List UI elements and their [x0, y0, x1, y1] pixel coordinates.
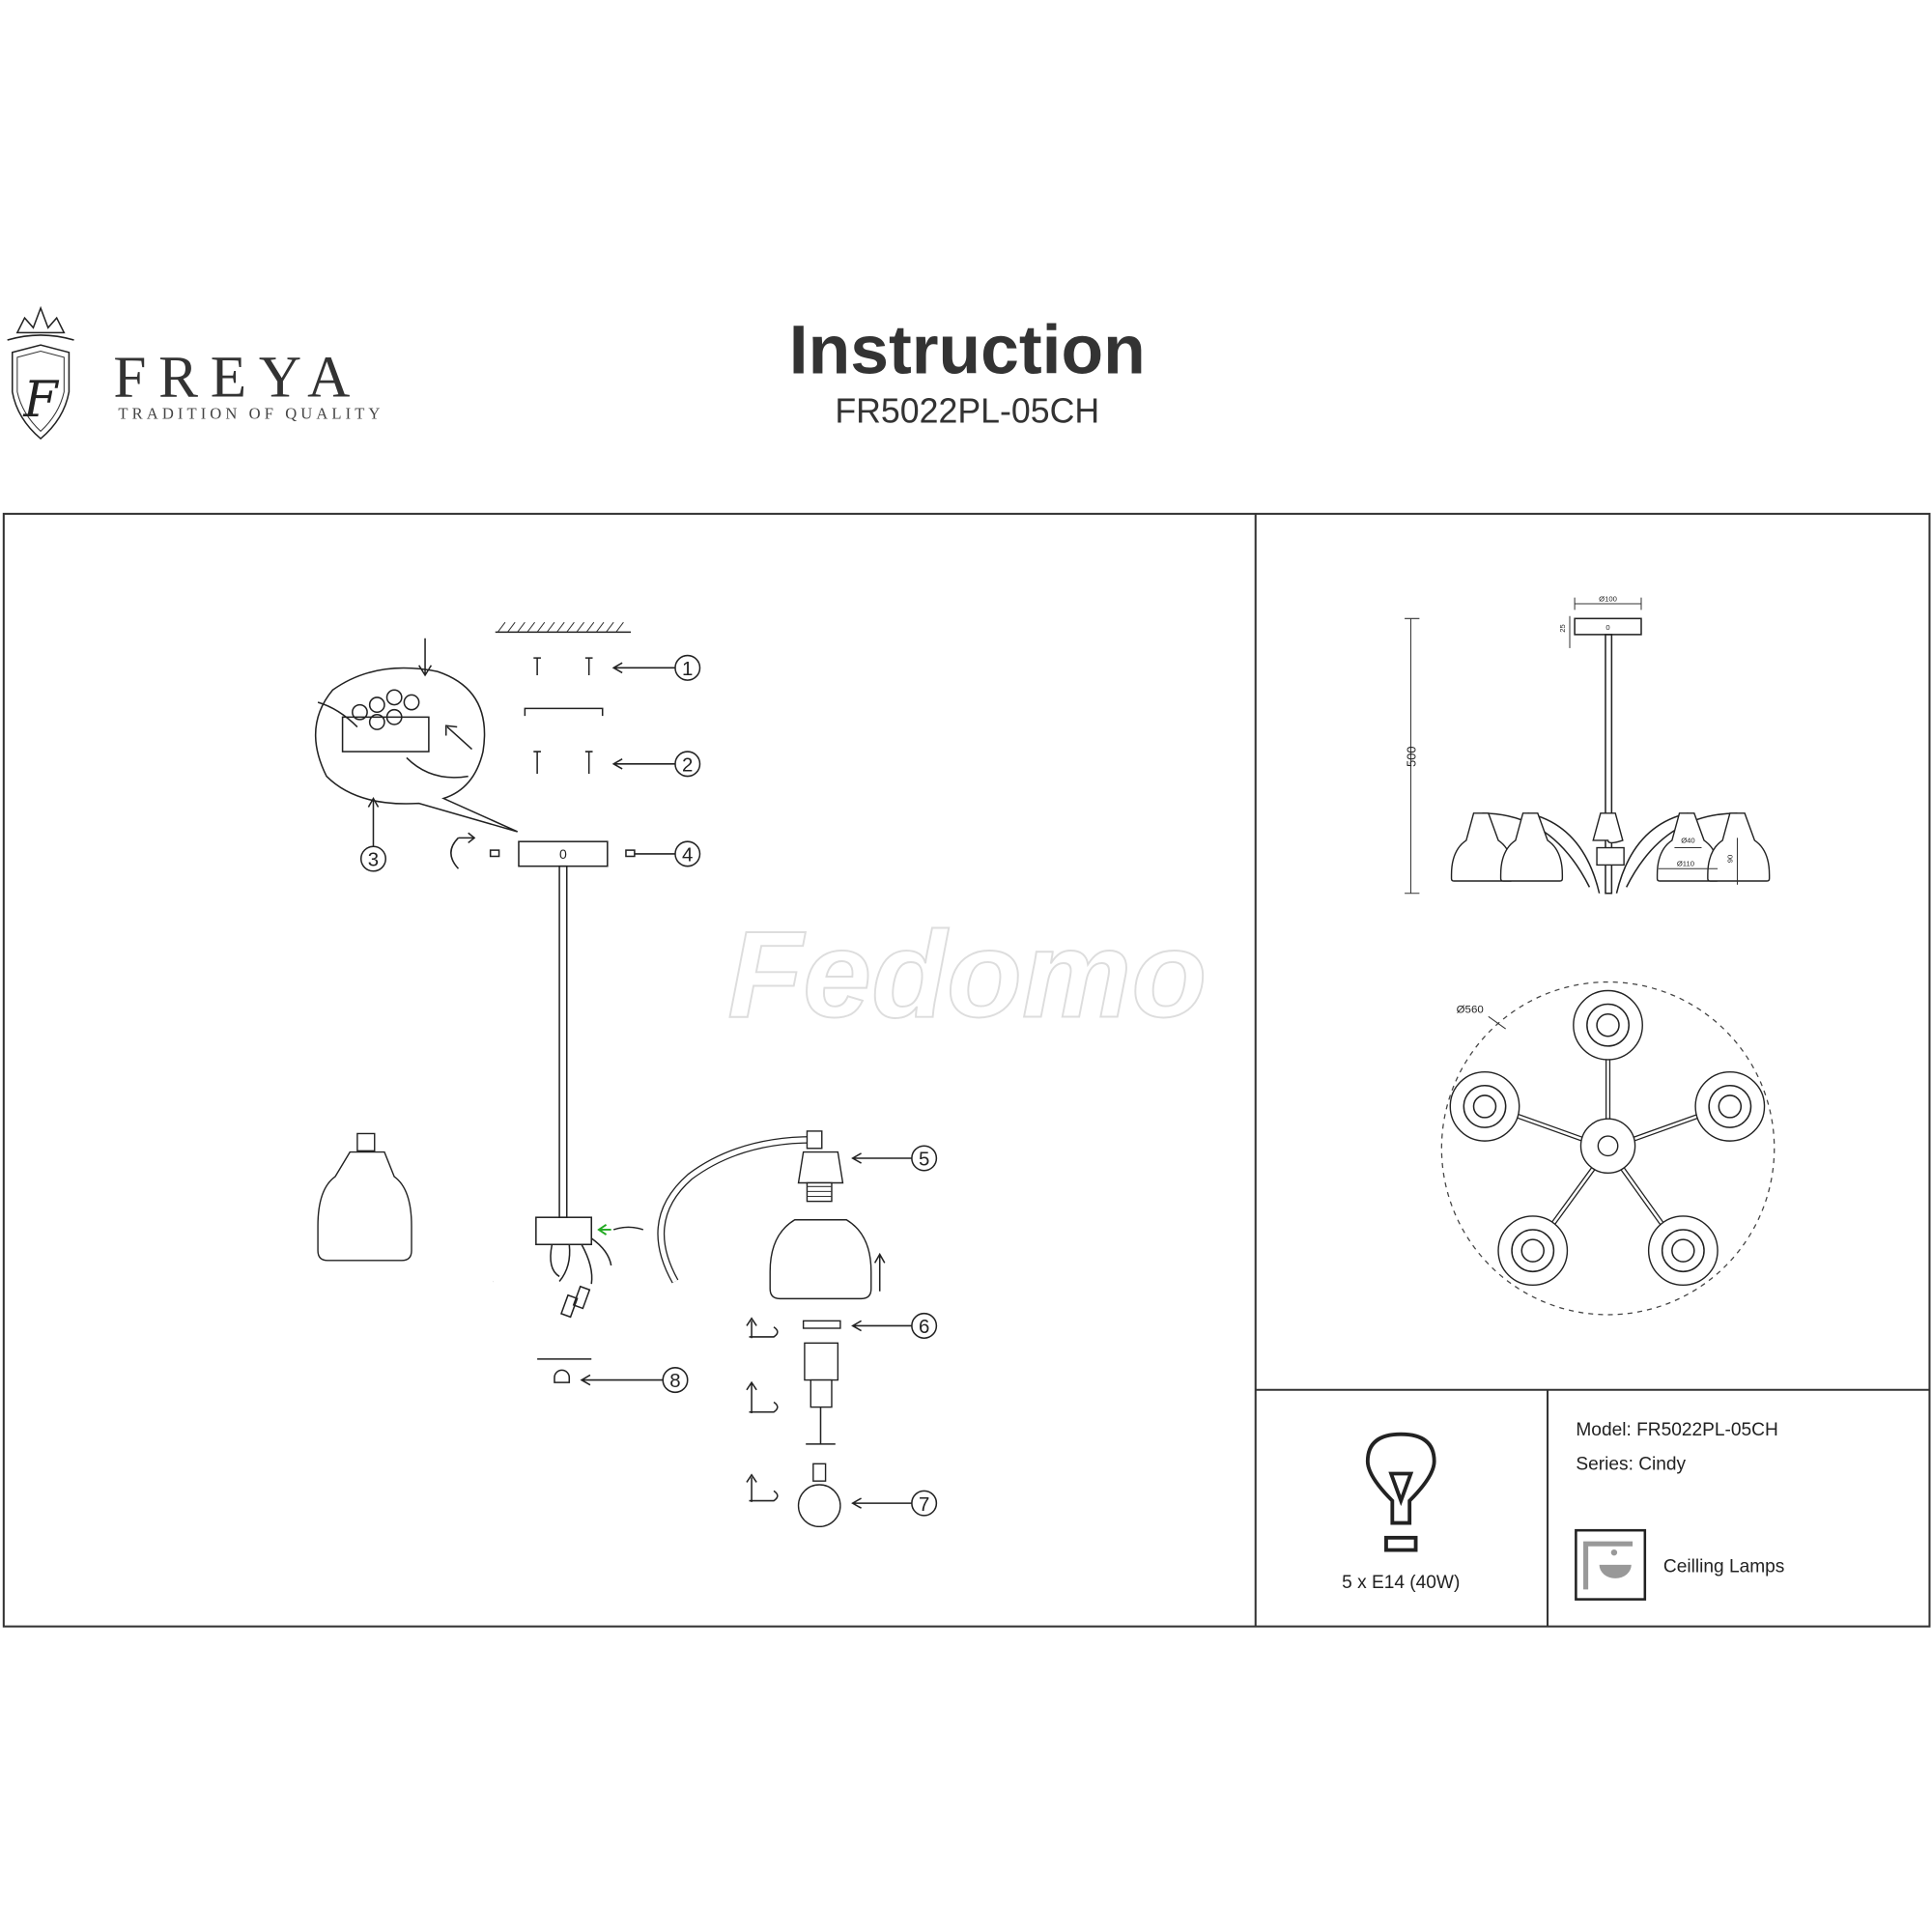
junction-box: [535, 1216, 593, 1246]
spec-model: Model: FR5022PL-05CH: [1576, 1420, 1777, 1440]
brand-name: FREYA: [113, 345, 362, 411]
svg-text:500: 500: [1405, 747, 1419, 767]
logo-monogram: F: [22, 372, 59, 429]
page-title: Instruction: [789, 311, 1146, 388]
bulb-spec: 5 x E14 (40W): [1342, 1573, 1460, 1593]
callout-2: 2: [674, 751, 701, 778]
ceiling-hatch: [495, 621, 632, 634]
mounting-bracket: [524, 707, 604, 717]
callout-6: 6: [911, 1312, 938, 1339]
spec-category: Ceilling Lamps: [1663, 1557, 1784, 1577]
socket-thread: [806, 1181, 833, 1203]
svg-text:5: 5: [919, 1150, 929, 1171]
svg-text:90: 90: [1725, 855, 1734, 863]
svg-text:Ø40: Ø40: [1681, 836, 1694, 844]
main-frame: [2, 512, 1931, 1628]
lampholder: [804, 1342, 839, 1381]
brand-tagline: TRADITION OF QUALITY: [118, 405, 384, 423]
svg-text:0: 0: [559, 846, 567, 862]
callout-8: 8: [662, 1367, 689, 1394]
svg-text:4: 4: [682, 845, 693, 867]
ceiling-lamp-icon: [1575, 1528, 1647, 1601]
svg-text:Ø110: Ø110: [1677, 860, 1694, 868]
callout-7: 7: [911, 1490, 938, 1517]
stem: [558, 865, 568, 1218]
rotate-arrow-icons: [746, 1317, 779, 1502]
bulb: [797, 1484, 841, 1528]
retaining-ring: [802, 1320, 841, 1329]
svg-text:25: 25: [1558, 624, 1567, 632]
assembly-diagram: 1 2 3 4 5 6 7 8 0: [314, 621, 938, 1528]
svg-text:6: 6: [919, 1317, 929, 1338]
callout-3: 3: [359, 845, 386, 872]
callout-1: 1: [674, 654, 701, 681]
watermark: Fedomo: [727, 906, 1207, 1043]
svg-text:Ø560: Ø560: [1457, 1004, 1484, 1015]
crown-shield-logo-icon: F: [7, 305, 74, 440]
svg-text:0: 0: [1605, 623, 1609, 632]
svg-text:Ø100: Ø100: [1599, 594, 1617, 603]
svg-text:8: 8: [669, 1371, 680, 1392]
model-code: FR5022PL-05CH: [835, 391, 1099, 430]
right-shade: [769, 1219, 872, 1300]
svg-text:1: 1: [682, 659, 693, 680]
callout-5: 5: [911, 1145, 938, 1172]
side-view-drawing: 500 Ø100 25 0 Ø40 Ø110 90: [1405, 594, 1771, 895]
screws-bottom: [533, 751, 593, 775]
socket-cover: [797, 1151, 844, 1184]
left-shade: [317, 1151, 412, 1262]
callout-4: 4: [674, 840, 701, 867]
svg-text:2: 2: [682, 754, 693, 776]
spec-series: Series: Cindy: [1576, 1455, 1686, 1475]
svg-text:7: 7: [919, 1494, 929, 1516]
terminal-block-detail: [314, 638, 519, 833]
bulb-icon: [1365, 1432, 1436, 1552]
top-view-drawing: Ø560: [1440, 980, 1776, 1316]
svg-text:3: 3: [368, 850, 379, 871]
screws-top: [533, 657, 593, 675]
side-shades: [1450, 812, 1771, 882]
